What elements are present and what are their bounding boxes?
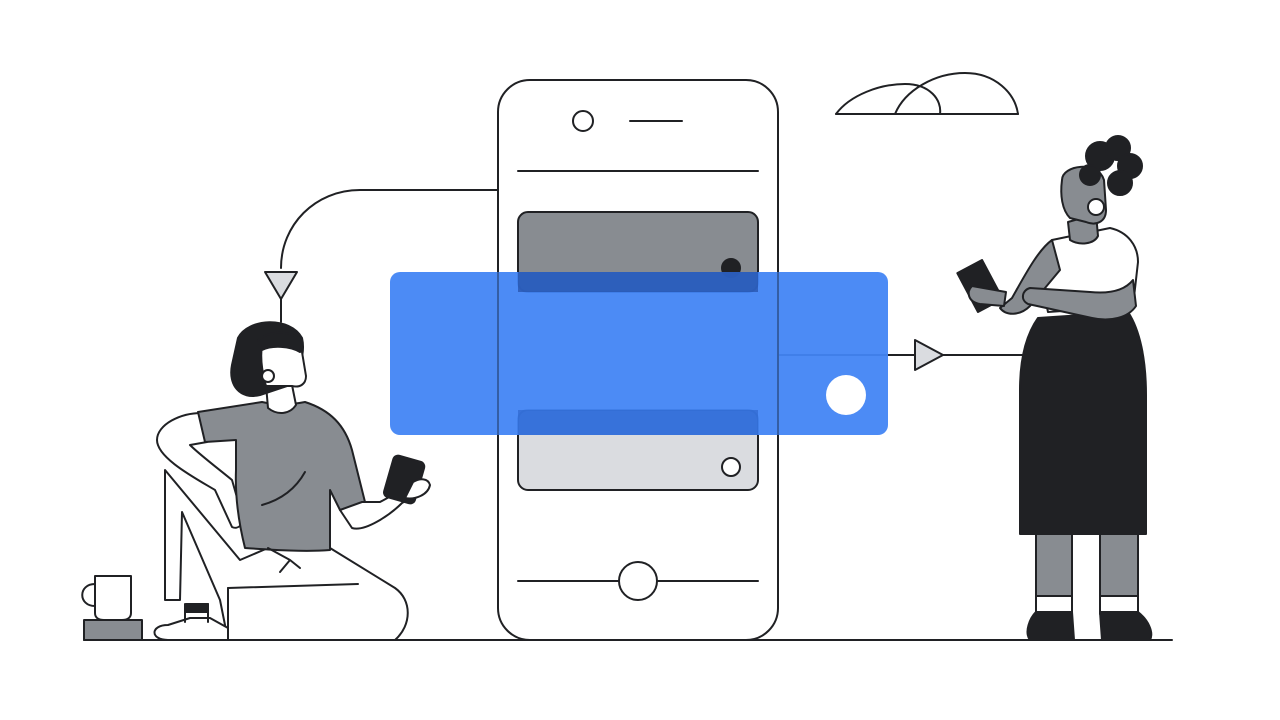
person-sitting — [153, 321, 431, 641]
triangle-right-icon — [914, 339, 944, 371]
card-toggle-dot — [826, 375, 866, 415]
highlighted-card — [390, 272, 888, 435]
list-item-bottom-dot — [721, 457, 741, 477]
person-standing — [956, 135, 1153, 641]
connector-left — [264, 189, 499, 323]
triangle-down-icon — [264, 271, 298, 300]
coffee-mug — [81, 575, 143, 641]
phone-camera — [572, 110, 594, 132]
cloud-decoration — [835, 72, 1019, 115]
phone-home-button — [618, 561, 658, 601]
